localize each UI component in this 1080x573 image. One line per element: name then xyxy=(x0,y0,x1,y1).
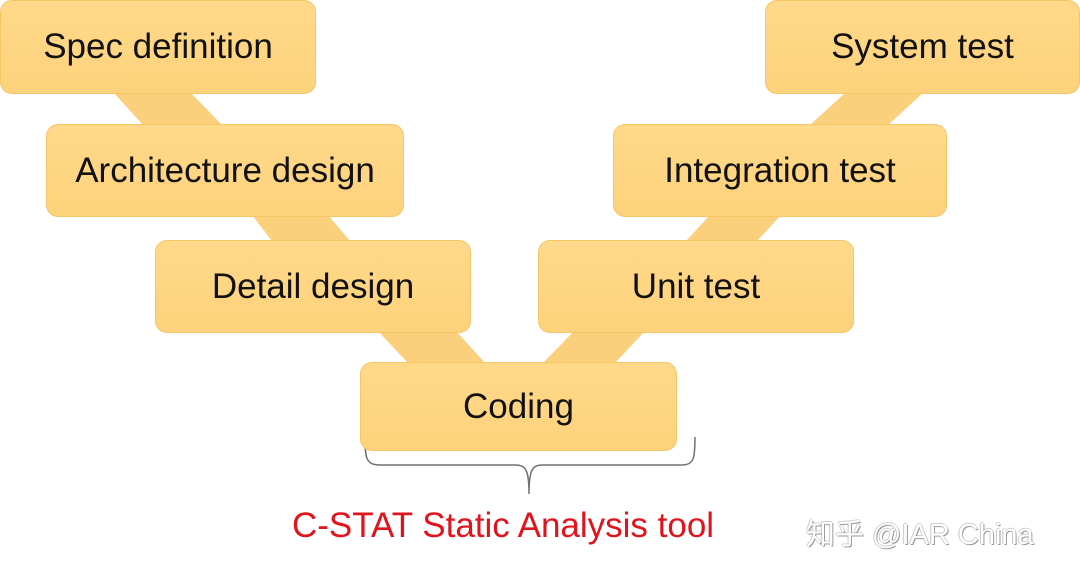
label-spec-definition: Spec definition xyxy=(43,27,273,66)
label-unit-test: Unit test xyxy=(631,266,761,306)
connector-coding-unit xyxy=(543,331,645,363)
label-architecture-design: Architecture design xyxy=(75,150,375,190)
box-coding: Coding xyxy=(360,362,677,451)
static-analysis-caption: C-STAT Static Analysis tool xyxy=(292,506,715,545)
box-detail-design: Detail design xyxy=(155,240,471,333)
box-architecture-design: Architecture design xyxy=(46,124,404,217)
watermark: 知乎 @IAR China xyxy=(806,519,1034,551)
box-integration-test: Integration test xyxy=(613,124,947,217)
label-detail-design: Detail design xyxy=(211,266,415,306)
connector-integration-system xyxy=(810,92,924,125)
connector-unit-integration xyxy=(686,215,781,241)
label-system-test: System test xyxy=(831,27,1014,66)
curly-bracket xyxy=(364,436,696,495)
connector-spec-architecture xyxy=(113,92,222,125)
connector-architecture-detail xyxy=(252,215,350,241)
label-coding: Coding xyxy=(463,386,574,426)
box-unit-test: Unit test xyxy=(538,240,854,333)
box-system-test: System test xyxy=(765,0,1080,94)
label-integration-test: Integration test xyxy=(664,150,896,190)
connector-detail-coding xyxy=(378,331,485,363)
box-spec-definition: Spec definition xyxy=(0,0,316,94)
